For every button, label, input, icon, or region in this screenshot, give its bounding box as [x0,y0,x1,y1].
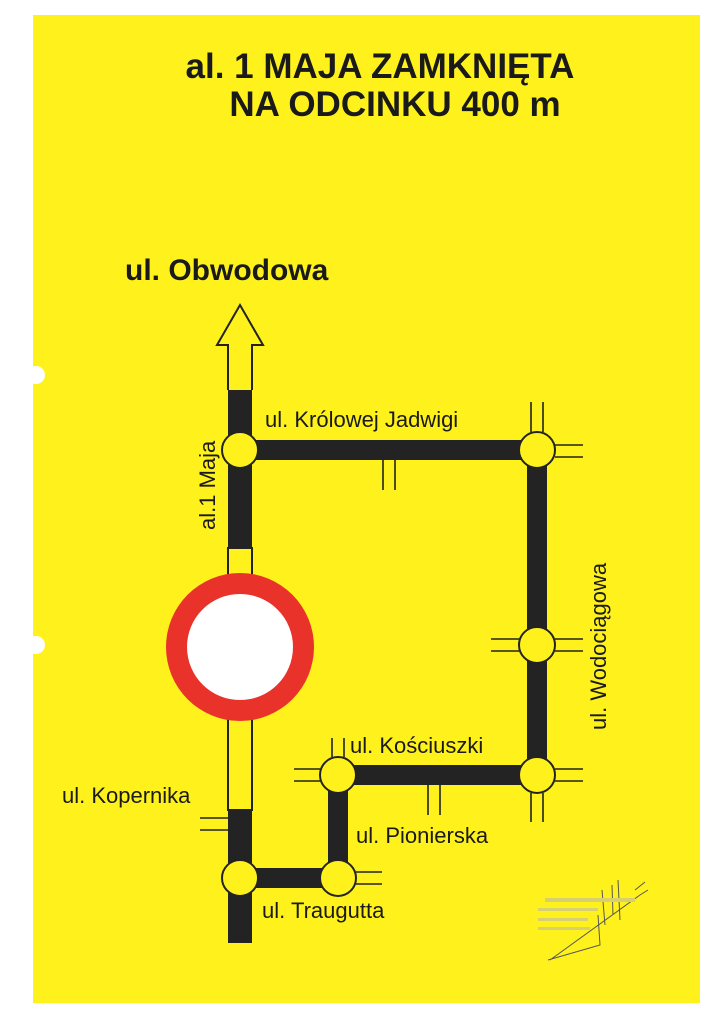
label-kopernika: ul. Kopernika [62,783,191,808]
label-al-1-maja: al.1 Maja [195,440,220,530]
road-wodociagowa [527,450,547,775]
arrow-up-icon [215,302,265,390]
label-pionierska: ul. Pionierska [356,823,489,848]
label-kosciuszki: ul. Kościuszki [350,733,483,758]
title-line-1: al. 1 MAJA ZAMKNIĘTA [186,47,575,86]
road-kosciuszki [338,765,537,785]
side-street-stubs [200,402,583,885]
stamp [538,898,635,930]
detour-roads [240,440,547,888]
title-line-2: NA ODCINKU 400 m [229,85,560,124]
road-traugutta [240,868,338,888]
label-wodociagowa: ul. Wodociągowa [586,562,611,730]
road-pionierska [328,775,348,878]
punch-hole [27,366,45,384]
junctions [221,431,556,897]
yellow-sheet [33,15,700,1003]
label-krolowej-jadwigi: ul. Królowej Jadwigi [265,407,458,432]
detour-target-label: ul. Obwodowa [125,254,329,287]
punch-hole [27,636,45,654]
label-traugutta: ul. Traugutta [262,898,385,923]
road-krolowej-jadwigi [240,440,537,460]
signature [538,879,649,961]
road-closed-sign-icon [166,573,314,721]
